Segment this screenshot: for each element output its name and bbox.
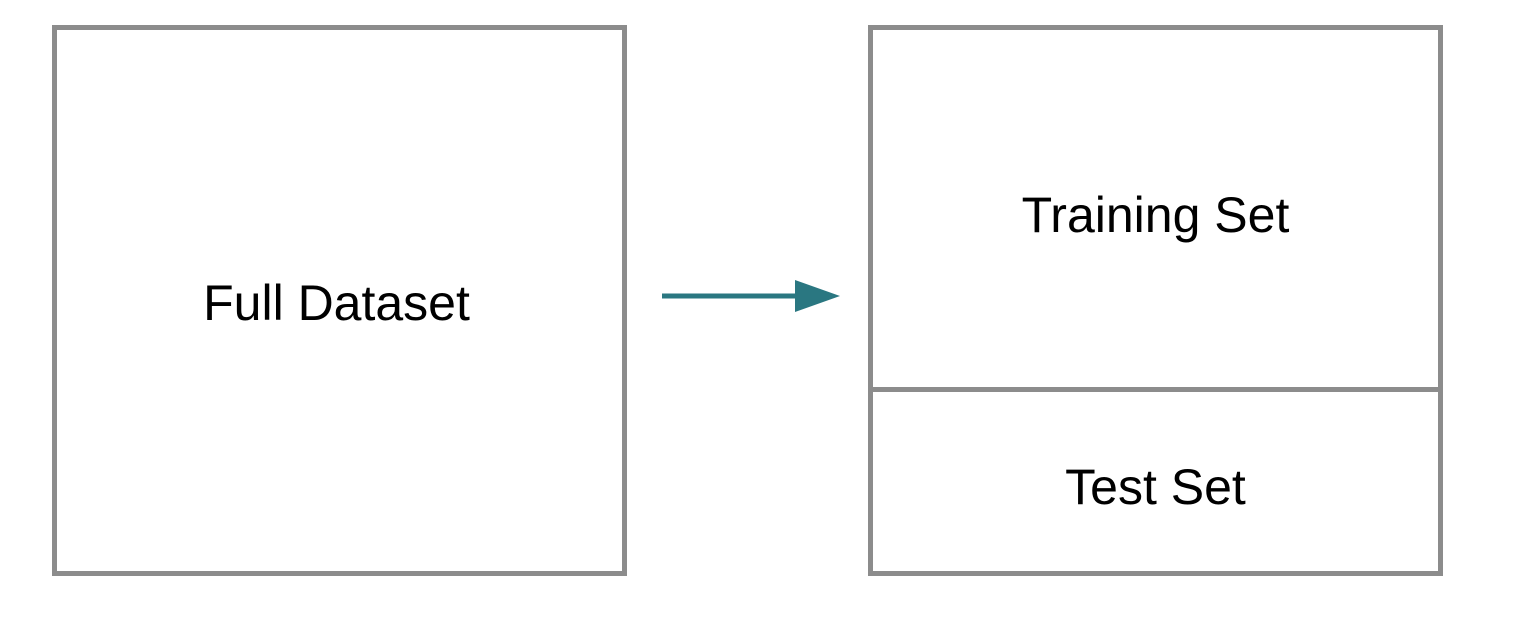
training-set-label: Training Set	[1021, 187, 1290, 243]
full-dataset-box: Full Dataset	[52, 25, 627, 576]
test-set-label: Test Set	[1065, 458, 1246, 515]
full-dataset-label: Full Dataset	[203, 274, 470, 331]
arrow-head	[795, 280, 840, 312]
test-set-section: Test Set	[873, 392, 1438, 571]
right-arrow-icon	[662, 280, 840, 312]
training-set-section: Training Set	[873, 30, 1438, 392]
split-dataset-box: Training Set Test Set	[868, 25, 1443, 576]
